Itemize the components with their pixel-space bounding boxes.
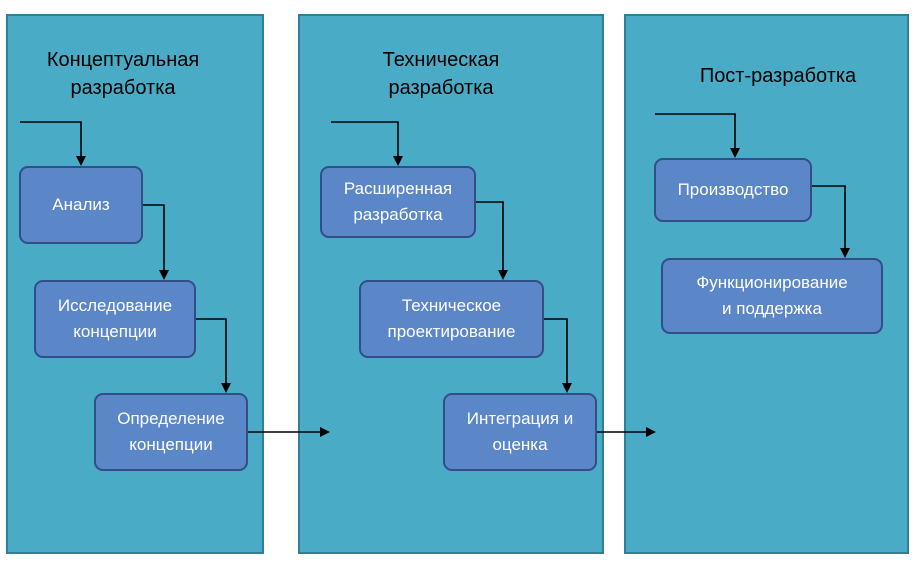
box-advanced-development: Расширенная разработка: [320, 166, 476, 238]
phase-title-technical: Техническая разработка: [382, 49, 500, 99]
box-integration-evaluation: Интеграция и оценка: [443, 393, 597, 471]
box-engineering-design-label: Техническое проектирование: [387, 296, 516, 341]
box-operation-support: Функционирование и поддержка: [661, 258, 883, 334]
box-analysis: Анализ: [19, 166, 143, 244]
box-integration-evaluation-label: Интеграция и оценка: [466, 409, 574, 454]
box-operation-support-label: Функционирование и поддержка: [696, 273, 848, 318]
box-engineering-design: Техническое проектирование: [359, 280, 544, 358]
box-concept-research: Исследование концепции: [34, 280, 196, 358]
phase-title-post: Пост-разработка: [699, 65, 857, 87]
box-concept-definition: Определение концепции: [94, 393, 248, 471]
box-advanced-development-label: Расширенная разработка: [343, 179, 453, 224]
box-production: Производство: [654, 158, 812, 222]
box-concept-definition-label: Определение концепции: [117, 409, 225, 454]
box-concept-research-label: Исследование концепции: [57, 296, 173, 341]
box-production-label: Производство: [677, 180, 789, 199]
phase-title-conceptual: Концептуальная разработка: [46, 49, 200, 99]
box-analysis-label: Анализ: [52, 195, 110, 214]
